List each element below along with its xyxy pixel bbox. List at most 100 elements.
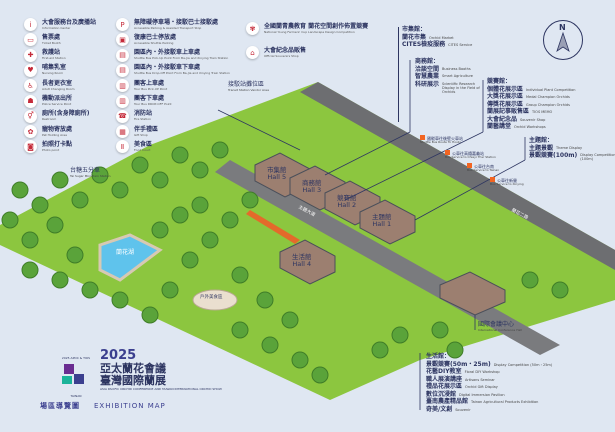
bus-pickup-icon: ▤	[116, 48, 129, 62]
legend-label-en: Nursing Room	[42, 71, 64, 76]
tree	[131, 156, 149, 174]
nursing-icon: ♥	[24, 63, 37, 77]
callout-row: 景觀競賽(100m)Display Competition (100m)	[529, 152, 615, 162]
tree	[446, 341, 464, 359]
legend-label-en: Tour Bus DROP-OFF Point	[134, 102, 172, 106]
legend-label-en: National Young Farmers' Cup Landscape De…	[264, 29, 355, 34]
legend-label: 復康巴士停放處	[134, 33, 177, 41]
tree	[181, 251, 199, 269]
tree	[171, 206, 189, 224]
event-title: 2025 亞太蘭花會議 臺灣國際蘭展 ASIA PACIFIC ORCHID C…	[100, 348, 222, 392]
tree	[261, 336, 279, 354]
compass: N	[543, 20, 583, 60]
legend-label: 消防站	[134, 110, 153, 118]
camera-icon: ◙	[24, 140, 37, 154]
bus-stop-icon	[490, 177, 495, 182]
orchid-icon: ✾	[246, 22, 259, 35]
tree	[111, 181, 129, 199]
tree	[201, 231, 219, 249]
legend-label-en: Shuttle Bus Drop-Off Point From Ba-Jia a…	[134, 71, 230, 76]
callout-title: 商務館：	[415, 58, 440, 65]
info-icon: i	[24, 18, 37, 31]
legend-label-en: Information Center	[42, 25, 71, 30]
legend-label-en: Accessible Parking & Assisted Transport …	[134, 25, 202, 30]
legend-label: 團客上車處	[134, 79, 165, 87]
hall-building	[279, 239, 336, 285]
hall-building	[359, 199, 416, 245]
tree	[311, 366, 329, 384]
shuttle-icon: ▣	[116, 33, 129, 47]
legend-item: ⚥廁所(含身障廁所)Restroom	[24, 109, 90, 123]
halls	[254, 152, 506, 316]
tree	[141, 306, 159, 324]
tree	[21, 231, 39, 249]
tree	[171, 146, 189, 164]
legend-label: 寵物寄放處	[42, 125, 73, 133]
legend-label-en: Food Court	[134, 147, 151, 152]
legend-label: 園區內・外接駁車下車處	[134, 64, 201, 72]
legend-label-en: Fire Station	[134, 117, 151, 122]
legend-label: 機動派出所	[42, 95, 73, 102]
bus-stop-icon	[445, 150, 450, 155]
north-label: N	[559, 23, 566, 32]
first-aid-icon: ✚	[24, 48, 37, 62]
ticket-icon: ▭	[24, 33, 37, 47]
tree	[241, 191, 259, 209]
road-north	[300, 82, 615, 270]
legend-label-en: Gift Shop	[134, 132, 148, 137]
legend-label: 無障礙停車場・接駁巴士接駁處	[134, 18, 219, 26]
tree	[66, 246, 84, 264]
tree	[51, 171, 69, 189]
food-icon: Ⅱ	[116, 140, 129, 154]
legend-label: 廁所(含身障廁所)	[42, 110, 90, 118]
tree	[191, 196, 209, 214]
legend-label: 全國蘭青農教育 蘭花空間創作佈置競賽	[264, 22, 369, 30]
legend-label-en: Shuttle Bus Pick-Up Point From Ba-Jia an…	[134, 56, 229, 61]
tree	[111, 291, 129, 309]
tree	[291, 351, 309, 369]
legend-label: 長者更衣室	[42, 79, 73, 87]
bus-stop-icon	[467, 163, 472, 168]
gift-icon: ▦	[116, 125, 129, 139]
legend-label: 哺集乳室	[42, 64, 67, 72]
tree	[231, 321, 249, 339]
tree	[521, 271, 539, 289]
tree	[151, 171, 169, 189]
legend-label: 大會紀念品販售	[264, 46, 307, 54]
